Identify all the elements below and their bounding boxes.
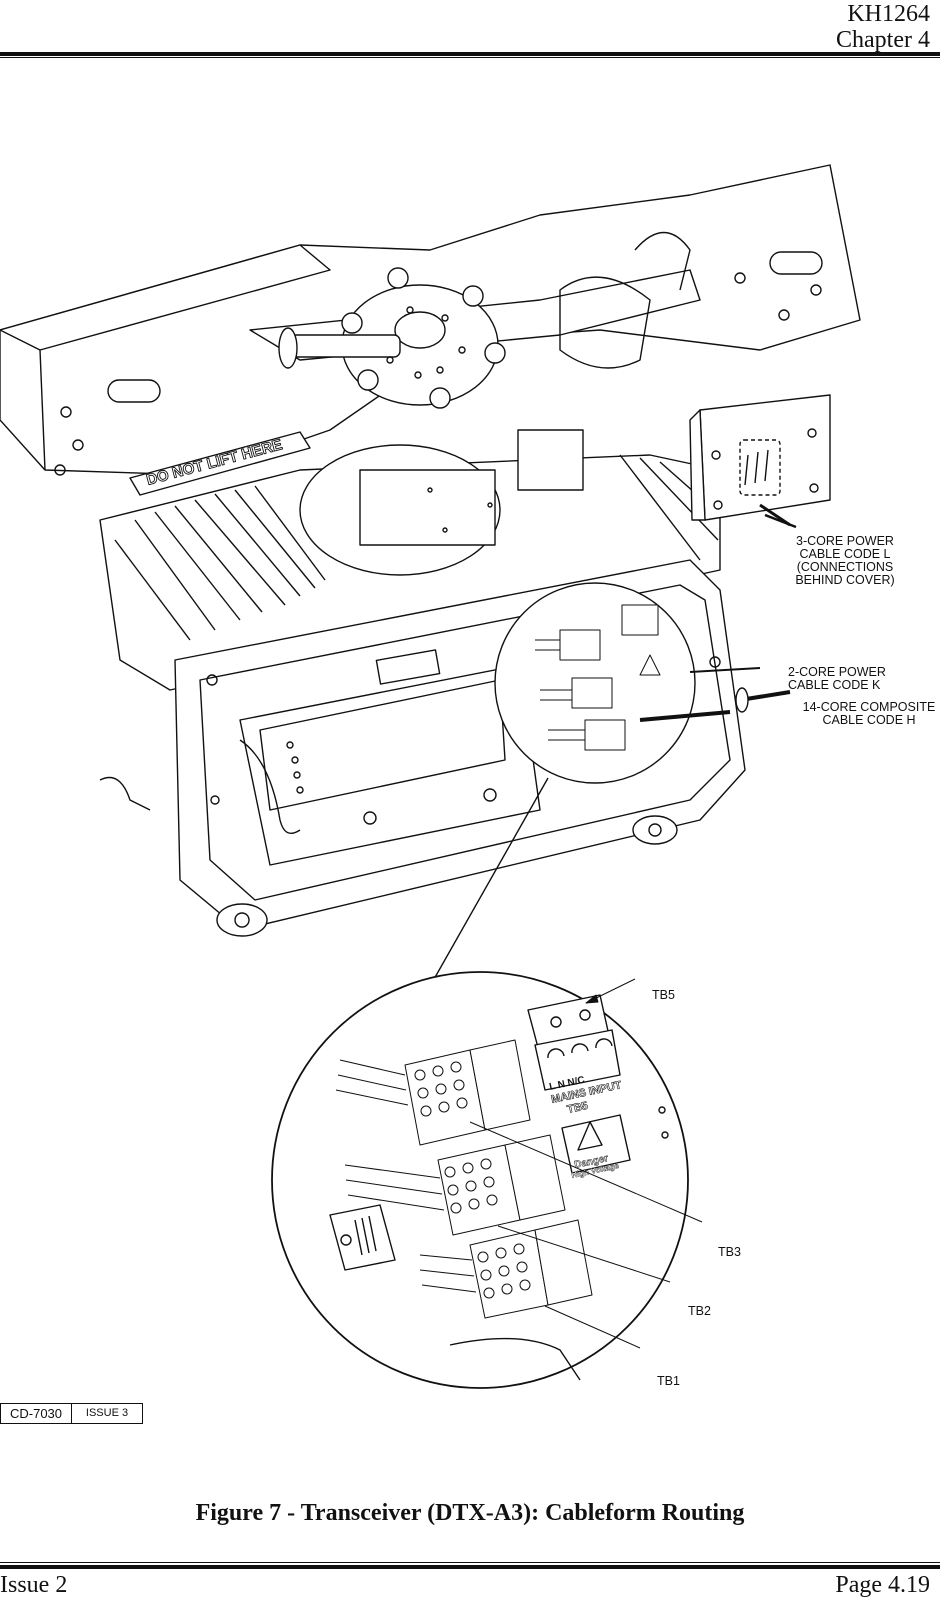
tb5-label: TB5 [652,988,675,1002]
callout-line: 3-CORE POWER [796,534,894,548]
tb3-label: TB3 [718,1245,741,1259]
terminal-detail-view: L N N/C MAINS INPUT TB5 Danger High Volt… [271,971,689,1389]
callout-line: CABLE CODE K [788,678,881,692]
power-connector-cover [689,394,831,527]
hub-assembly [278,267,506,409]
document-code: KH1264 [847,1,930,27]
page-number: Page 4.19 [835,1572,930,1598]
tb2-label: TB2 [688,1304,711,1318]
callout-line: BEHIND COVER) [795,573,895,587]
header-rule-thin [0,57,940,58]
mains-tb-label: TB5 [566,1100,589,1116]
callout-3core-power: 3-CORE POWER CABLE CODE L (CONNECTIONS B… [790,535,900,587]
callout-2core-power: 2-CORE POWER CABLE CODE K [788,666,888,692]
drawing-reference-box: CD-7030 ISSUE 3 [0,1403,143,1424]
footer-rule [0,1562,940,1563]
callout-line: (CONNECTIONS [796,560,894,574]
detail-leader [424,777,549,996]
callout-14core-composite: 14-CORE COMPOSITE CABLE CODE H [800,701,938,727]
finned-housing [99,429,721,691]
callout-line: CABLE CODE L [799,547,891,561]
callout-line: 2-CORE POWER [788,665,886,679]
figure-caption: Figure 7 - Transceiver (DTX-A3): Cablefo… [195,1500,745,1526]
cableform-routing-drawing: DO NOT LIFT HERE [0,164,861,1389]
label-leaders [469,513,797,1349]
callout-line: 14-CORE COMPOSITE [802,700,936,714]
drawing-code: CD-7030 [1,1404,72,1423]
detail-magnifier [494,582,791,784]
footer-rule-thick [0,1565,940,1569]
header-rule [0,52,940,56]
callout-line: CABLE CODE H [822,713,916,727]
issue-number: Issue 2 [0,1572,68,1598]
tb1-label: TB1 [657,1374,680,1388]
drawing-issue: ISSUE 3 [85,1407,129,1419]
chapter-title: Chapter 4 [836,27,930,53]
